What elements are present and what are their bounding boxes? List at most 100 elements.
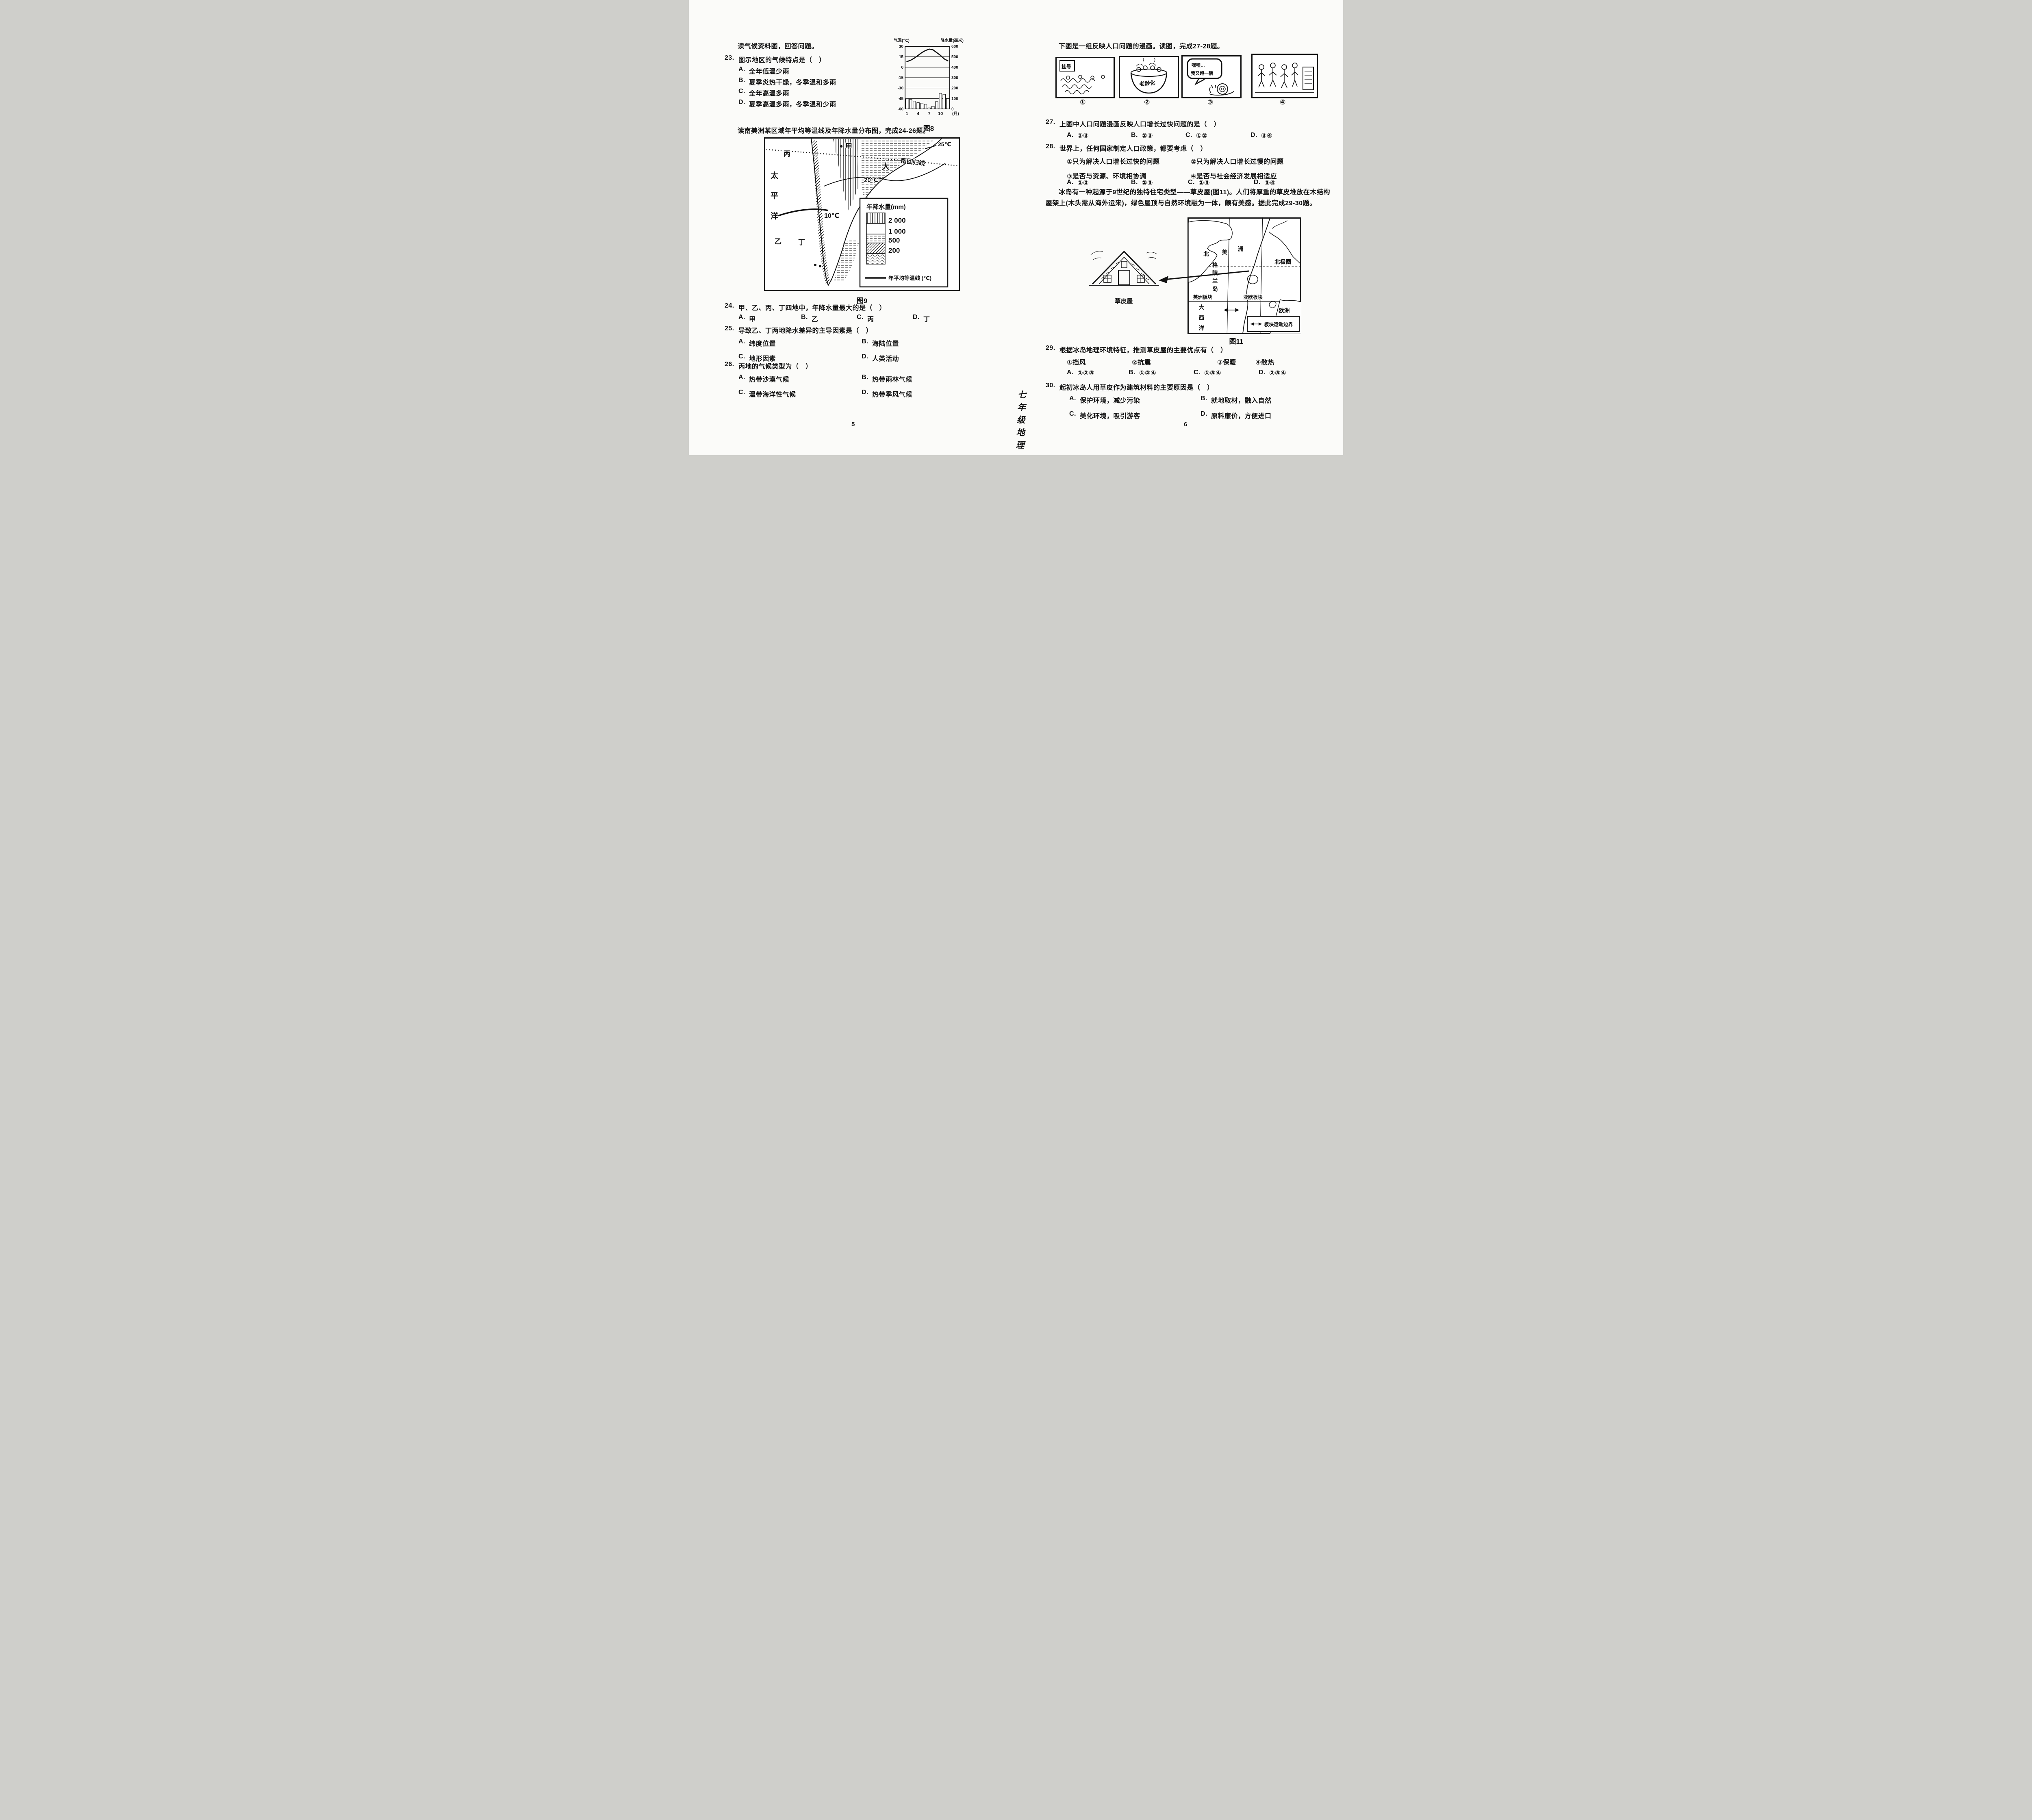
precip-bar: [909, 99, 912, 109]
label-ding: 丁: [798, 239, 805, 246]
option-a: A.甲: [738, 314, 756, 323]
arrowhead-icon: [1159, 276, 1168, 283]
svg-text:-30: -30: [898, 86, 904, 91]
gable-window: [1121, 261, 1127, 268]
precip-bar: [924, 104, 927, 109]
bubble-line-1: 嘿嘿…: [1192, 63, 1205, 68]
crowd-figures: [1257, 63, 1298, 88]
option-a: A.热带沙漠气候: [738, 374, 790, 383]
question-number: 23.: [725, 54, 734, 61]
svg-text:500: 500: [951, 55, 958, 59]
svg-text:500: 500: [888, 236, 900, 244]
legend-isoline-label: 年平均等温线 (℃): [888, 275, 931, 281]
statement-3: ③是否与资源、环境相协调: [1067, 173, 1146, 180]
option-a: A.保护环境，减少污染: [1069, 395, 1140, 404]
svg-text:兰: 兰: [1212, 278, 1218, 284]
option-d: D.丁: [913, 314, 930, 323]
svg-text:4: 4: [917, 111, 920, 116]
svg-text:平: 平: [771, 192, 778, 200]
scandinavia-coast: [1268, 231, 1301, 265]
question-text: 起初冰岛人用草皮作为建筑材料的主要原因是（ ）: [1059, 384, 1214, 391]
svg-text:7: 7: [928, 111, 931, 116]
plate-right-label: 亚欧板块: [1244, 294, 1263, 300]
tropic-of-capricorn-line: [766, 149, 958, 167]
svg-text:10: 10: [938, 111, 943, 116]
bubble-line-2: 我又超一辆: [1191, 70, 1213, 76]
option-b: B.乙: [801, 314, 818, 323]
option-d: D.③④: [1254, 179, 1276, 187]
question-text: 图示地区的气候特点是（ ）: [738, 57, 826, 64]
turf-texture: [1101, 262, 1150, 280]
option-d: D.原料廉价，方便进口: [1201, 410, 1272, 420]
option-c: C.①③④: [1194, 369, 1222, 377]
svg-text:200: 200: [951, 86, 958, 91]
option-a: A.全年低温少雨: [738, 66, 790, 75]
question-23-options: A.全年低温少雨 B.夏季炎热干燥，冬季温和多雨 C.全年高温多雨 D.夏季高温…: [738, 66, 836, 110]
registration-sign: [1059, 60, 1075, 72]
label-20c: 20℃: [864, 177, 878, 184]
question-30: 30. 起初冰岛人用草皮作为建筑材料的主要原因是（ ）: [1046, 382, 1214, 391]
background-hills: [1090, 251, 1157, 260]
comic-panel-1-hospital-queue: 挂号: [1055, 57, 1115, 98]
question-24: 24. 甲、乙、丙、丁四地中，年降水量最大的是（ ）: [725, 302, 886, 312]
svg-text:0: 0: [901, 65, 903, 70]
precip-bar: [935, 101, 938, 109]
svg-text:400: 400: [951, 65, 958, 70]
label-bing: 丙: [784, 150, 790, 158]
statement-4: ④是否与社会经济发展相适应: [1191, 173, 1277, 180]
sign-text: 挂号: [1062, 63, 1071, 69]
question-25-options: A.纬度位置 B.海陆位置 C.地形因素 D.人类活动: [738, 338, 899, 363]
svg-text:北: 北: [1203, 251, 1209, 257]
svg-text:15: 15: [899, 55, 904, 59]
svg-text:太: 太: [771, 171, 779, 180]
question-26-options: A.热带沙漠气候 B.热带雨林气候 C.温带海洋性气候 D.热带季风气候: [738, 374, 912, 399]
question-24-options: A.甲 B.乙 C.丙 D.丁: [738, 314, 930, 323]
snail-body: [1209, 85, 1234, 96]
underlined-term: 草皮: [1100, 384, 1114, 391]
option-a: A.①③: [1067, 132, 1089, 139]
option-a: A.①②: [1067, 179, 1089, 187]
svg-text:0: 0: [951, 107, 954, 112]
andes-hatch-zone: [812, 140, 830, 284]
instr-24-26: 读南美洲某区域年平均等温线及年降水量分布图，完成24-26题。: [738, 128, 930, 134]
svg-text:-45: -45: [898, 97, 904, 101]
comic-number-3: ③: [1207, 98, 1214, 106]
landmass: [810, 138, 943, 286]
svg-text:200: 200: [888, 247, 900, 254]
option-d: D.人类活动: [862, 353, 899, 362]
temperature-line: [906, 48, 949, 62]
page-number-right: 6: [1184, 421, 1188, 428]
svg-text:气温(℃): 气温(℃): [893, 38, 910, 43]
label-10c: 10℃: [824, 213, 839, 219]
question-29-statements: ①挡风 ②抗震 ③保暖 ④散热: [1067, 357, 1274, 367]
grade-subject-vertical-label: 七年级地理: [1014, 390, 1026, 453]
question-23: 23. 图示地区的气候特点是（ ）: [725, 54, 826, 64]
rain-zone-vertical: [833, 139, 859, 210]
svg-text:洲: 洲: [1238, 246, 1244, 252]
option-a: A.纬度位置: [738, 338, 776, 347]
option-c: C.①③: [1188, 179, 1210, 187]
svg-text:美: 美: [1222, 249, 1227, 255]
option-c: C.丙: [857, 314, 874, 323]
plate-boundary-arrow-icon: [1250, 322, 1262, 326]
q23-intro: 读气候资料图，回答问题。: [738, 43, 818, 50]
svg-text:大: 大: [882, 162, 890, 171]
isotherm-10: [774, 208, 829, 218]
page-number-left: 5: [851, 421, 855, 428]
spreading-arrows-icon: [1224, 308, 1239, 312]
point-jia-dot: [840, 145, 843, 148]
svg-text:降水量(毫米): 降水量(毫米): [940, 38, 964, 43]
precip-bar: [905, 99, 909, 109]
q27-intro: 下图是一组反映人口问题的漫画。读图，完成27-28题。: [1059, 43, 1224, 50]
question-27-options: A.①③ B.②③ C.①② D.③④: [1067, 132, 1272, 140]
option-b: B.热带雨林气候: [862, 374, 913, 383]
svg-text:洋: 洋: [771, 211, 778, 221]
svg-text:600: 600: [951, 45, 958, 49]
svg-text:100: 100: [951, 97, 958, 101]
svg-text:西: 西: [1199, 315, 1205, 321]
svg-text:大: 大: [1199, 304, 1205, 310]
question-28-options: A.①② B.②③ C.①③ D.③④: [1067, 179, 1276, 187]
option-d: D.②③④: [1259, 369, 1287, 377]
